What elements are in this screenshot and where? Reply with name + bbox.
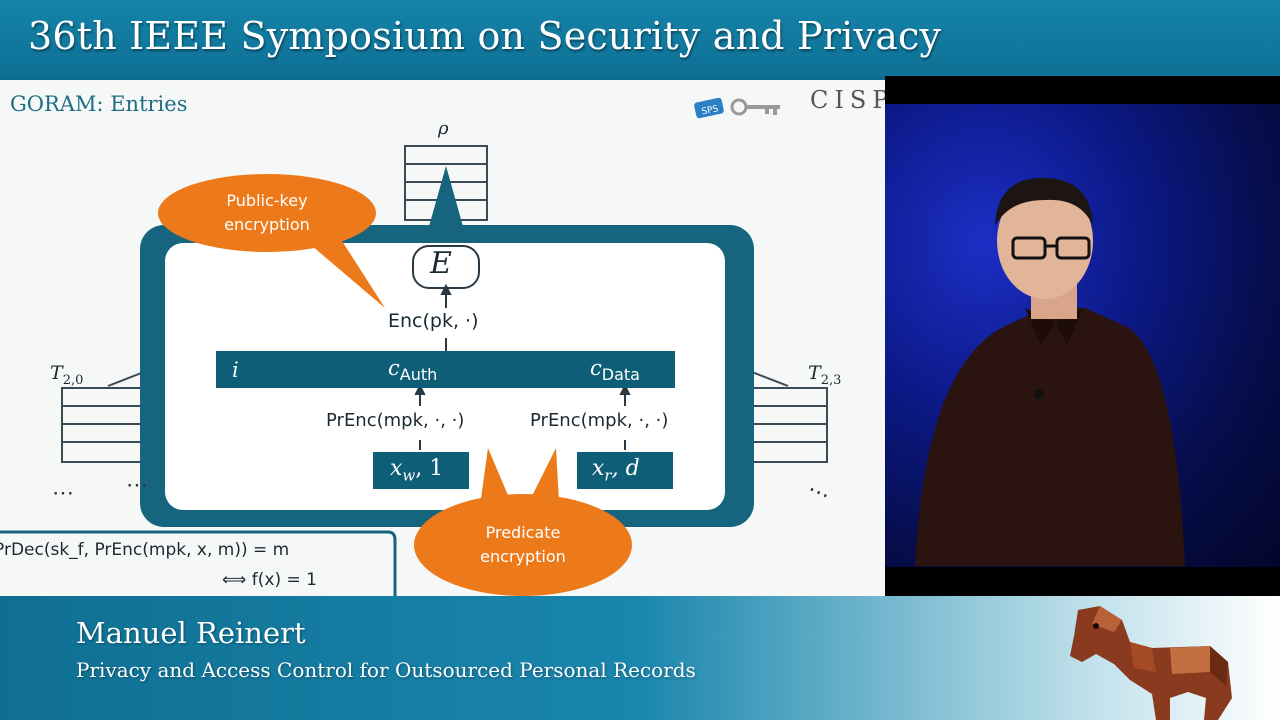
box-right-sub: r [604,466,612,485]
c-auth-sub: Auth [399,365,438,385]
speaker-figure-icon [915,177,1185,566]
ellipsis-left-2: ⋯ [126,473,148,498]
bar-i-label: i [232,358,239,382]
box-left-main: x [390,456,403,481]
box-right-label: xr, d [592,456,640,484]
ciphertext-bar [216,351,675,388]
presentation-slide: GORAM: Entries SPS CISP [0,80,885,596]
bubble-predicate-text: Predicate encryption [480,523,566,566]
sps-badge-text: SPS [701,104,720,117]
box-right-main: x [592,456,605,481]
bubble-predicate-encryption: Predicate encryption [414,494,632,596]
sps-key-logo-icon: SPS [694,97,780,119]
bar-c-data-label: cData [590,356,640,384]
box-left-sub: w [402,466,416,485]
c-auth-main: c [388,356,400,380]
prenc-left-label: PrEnc(mpk, ·, ·) [326,410,465,431]
talk-title: Privacy and Access Control for Outsource… [76,658,696,682]
conference-header: 36th IEEE Symposium on Security and Priv… [0,0,1280,76]
enc-label: Enc(pk, ·) [388,310,479,332]
t-right-label: T2,3 [808,362,841,388]
rho-label: ρ [438,118,449,139]
t-left-label: T2,0 [50,362,83,388]
conference-title: 36th IEEE Symposium on Security and Priv… [28,14,942,58]
speaker-footer: Manuel Reinert Privacy and Access Contro… [0,596,1280,720]
slide-title: GORAM: Entries [10,92,188,116]
trojan-horse-logo-icon [1070,606,1232,720]
bar-c-auth-label: cAuth [388,356,437,384]
box-right-tail: , d [611,456,640,481]
table-right-icon [744,371,828,463]
c-data-main: c [590,356,602,380]
box-left-tail: , 1 [415,456,444,481]
goram-diagram: ⋯ ⋯ ⋯ [0,145,834,596]
t-right-main: T [808,362,821,384]
ellipsis-left: ⋯ [52,481,74,506]
box-left-label: xw, 1 [390,456,443,484]
speaker-video [885,76,1280,596]
speaker-name: Manuel Reinert [76,616,306,650]
bubble-public-key-encryption: Public-key encryption [158,174,376,252]
bubble-public-key-text: Public-key encryption [224,191,310,234]
t-right-sub: 2,3 [820,372,842,388]
formula-line-1: PrDec(sk_f, PrEnc(mpk, x, m)) = m [0,540,290,560]
ellipsis-right: ⋯ [803,477,834,509]
formula-line-2: ⟺ f(x) = 1 [222,570,317,590]
t-left-sub: 2,0 [62,372,84,388]
e-label: E [430,246,452,281]
c-data-sub: Data [601,365,640,385]
prenc-right-label: PrEnc(mpk, ·, ·) [530,410,669,431]
t-left-main: T [50,362,63,384]
cisp-logo: CISP [810,86,885,114]
